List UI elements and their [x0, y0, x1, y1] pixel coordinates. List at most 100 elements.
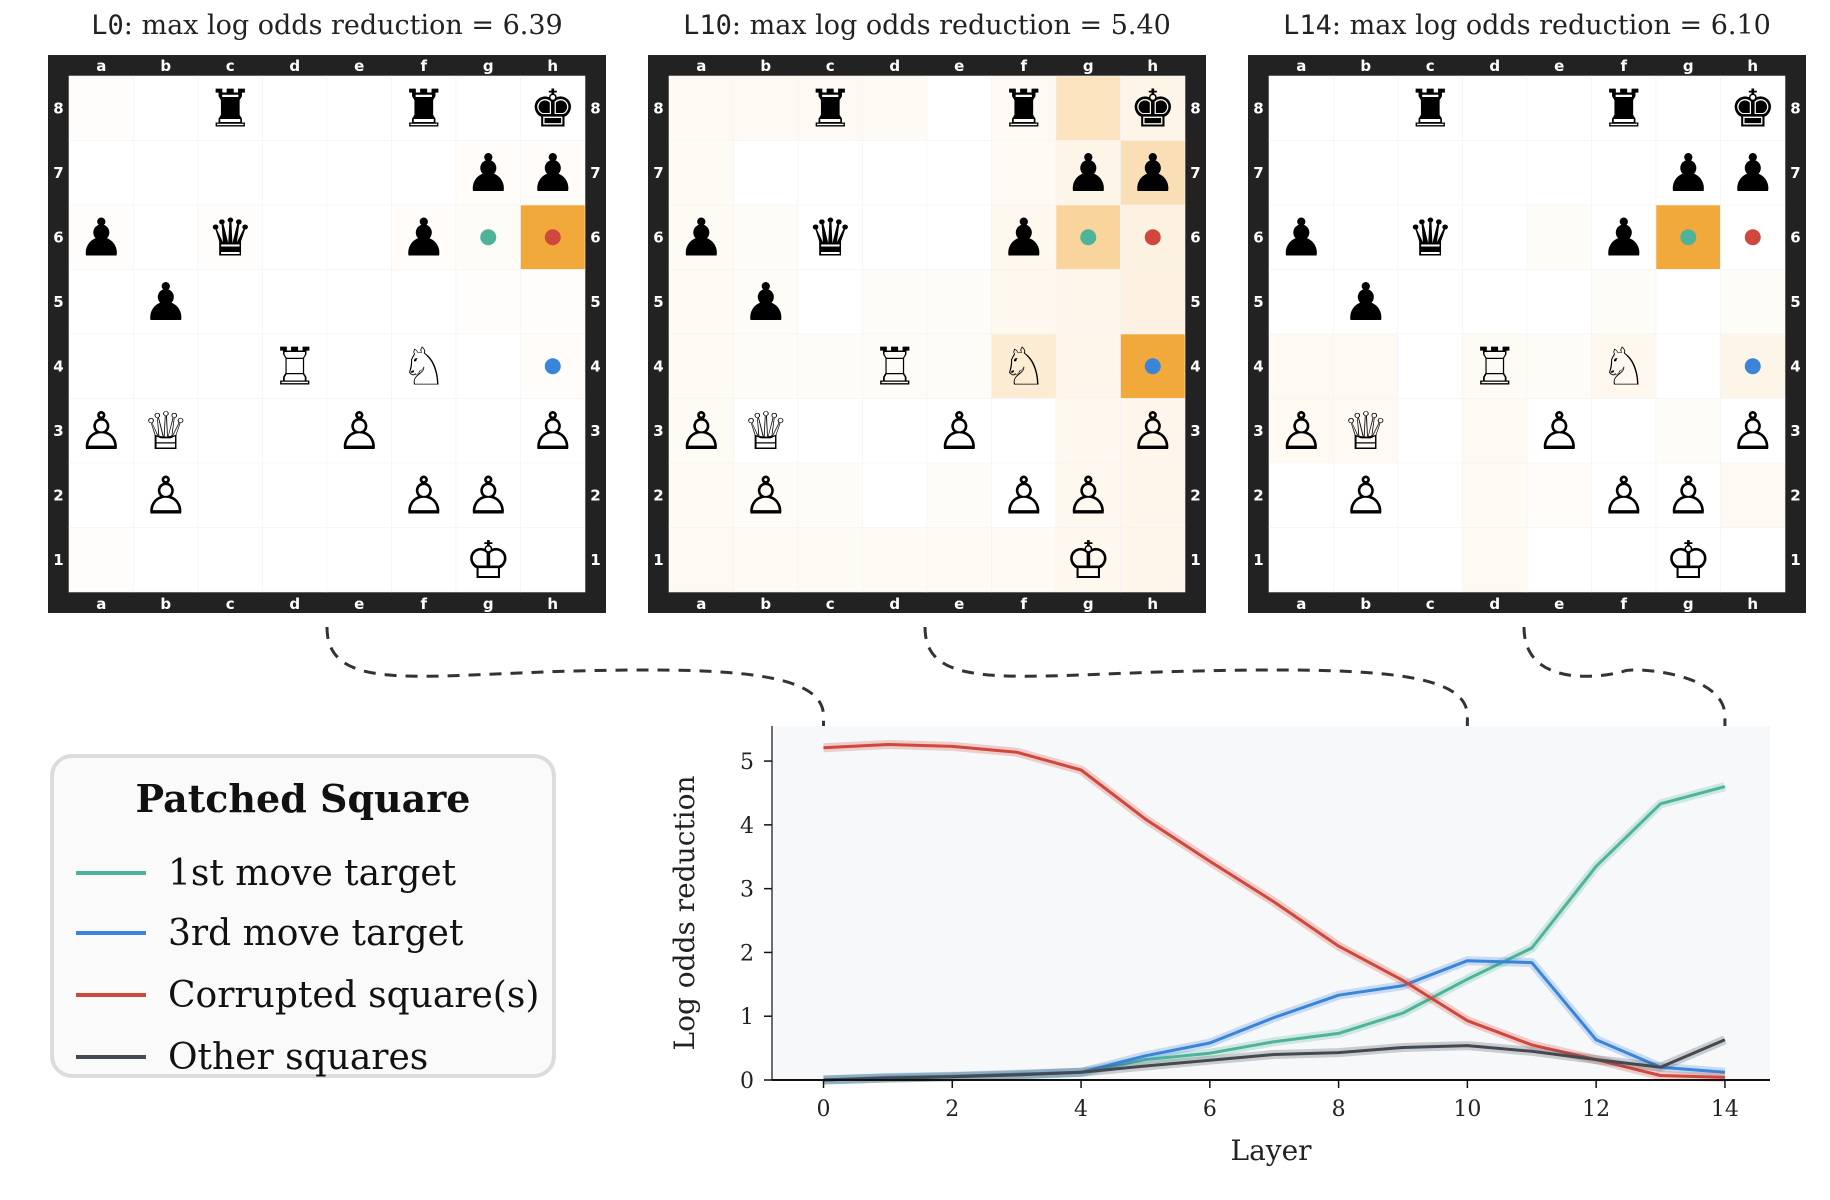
board-title-layer: L0 [91, 10, 124, 41]
rank-label-right: 6 [1790, 228, 1800, 246]
piece-c8: ♜ [207, 79, 254, 139]
square-h5 [520, 269, 586, 335]
marker-dot-g6 [1080, 229, 1097, 246]
rank-label-right: 8 [1190, 99, 1200, 117]
connector-layer-14 [1522, 626, 1727, 1080]
x-tick-label: 0 [817, 1097, 831, 1122]
file-label-top: h [1747, 57, 1758, 75]
piece-a3: ♙ [78, 402, 125, 462]
square-h5 [1720, 269, 1786, 335]
piece-c6: ♛ [807, 208, 854, 268]
file-label-top: g [1683, 57, 1694, 75]
square-b2 [733, 462, 799, 528]
square-h1 [1720, 527, 1786, 593]
legend-label-3rd-move: 3rd move target [168, 912, 464, 954]
rank-label-left: 7 [53, 164, 63, 182]
square-e3 [926, 398, 992, 464]
square-d3 [862, 398, 928, 464]
chessboard-L0: L0: max log odds reduction = 6.39aabbccd… [48, 10, 606, 613]
file-label-bottom: d [1489, 595, 1500, 613]
file-label-top: e [954, 57, 964, 75]
piece-h7: ♟ [1129, 144, 1176, 204]
square-a5 [1268, 269, 1334, 335]
connector-layer-10 [923, 626, 1469, 1080]
square-b1 [1333, 527, 1399, 593]
square-b5 [133, 269, 199, 335]
x-tick-label: 6 [1203, 1097, 1217, 1122]
series-line-other-squares [823, 1038, 1726, 1082]
square-g8 [1655, 75, 1721, 141]
square-a6 [1268, 204, 1334, 270]
square-d1 [862, 527, 928, 593]
square-b7 [1333, 140, 1399, 206]
file-label-bottom: e [354, 595, 364, 613]
square-h1 [1120, 527, 1186, 593]
square-e5 [926, 269, 992, 335]
square-d2 [1462, 462, 1528, 528]
rank-label-right: 3 [1190, 422, 1200, 440]
square-e1 [326, 527, 392, 593]
square-g5 [1055, 269, 1121, 335]
rank-label-left: 1 [53, 551, 63, 569]
square-h7 [1720, 140, 1786, 206]
boards-panel: L0: max log odds reduction = 6.39aabbccd… [48, 10, 1806, 613]
x-tick-label: 12 [1582, 1097, 1610, 1122]
piece-e3: ♙ [336, 402, 383, 462]
file-label-bottom: c [826, 595, 835, 613]
rank-label-left: 2 [1253, 486, 1263, 504]
file-label-top: b [160, 57, 171, 75]
square-g5 [455, 269, 521, 335]
square-c4 [197, 333, 263, 399]
file-label-top: g [483, 57, 494, 75]
square-d7 [262, 140, 328, 206]
square-c8 [797, 75, 863, 141]
square-d8 [262, 75, 328, 141]
board-title-layer: L14 [1283, 10, 1332, 41]
file-label-bottom: c [226, 595, 235, 613]
piece-g2: ♙ [1665, 466, 1712, 526]
square-g1 [1055, 527, 1121, 593]
square-b5 [733, 269, 799, 335]
piece-g1: ♔ [465, 531, 512, 591]
rank-label-right: 4 [590, 357, 600, 375]
rank-label-left: 8 [1253, 99, 1263, 117]
legend-label-corrupted: Corrupted square(s) [168, 974, 540, 1016]
square-c3 [1397, 398, 1463, 464]
square-d5 [262, 269, 328, 335]
file-label-top: d [1489, 57, 1500, 75]
square-d1 [262, 527, 328, 593]
square-c7 [1397, 140, 1463, 206]
rank-label-right: 2 [1790, 486, 1800, 504]
rank-label-left: 8 [653, 99, 663, 117]
file-label-bottom: h [547, 595, 558, 613]
piece-h3: ♙ [1129, 402, 1176, 462]
rank-label-right: 2 [1190, 486, 1200, 504]
square-g4 [1655, 333, 1721, 399]
square-h8 [520, 75, 586, 141]
board-title-text: : max log odds reduction = 5.40 [732, 10, 1171, 41]
board-title: L0: max log odds reduction = 6.39 [91, 10, 562, 41]
square-a6 [668, 204, 734, 270]
file-label-top: c [826, 57, 835, 75]
piece-b3: ♕ [142, 402, 189, 462]
square-b7 [133, 140, 199, 206]
piece-f4: ♘ [1000, 337, 1047, 397]
chessboard-L14: L14: max log odds reduction = 6.10aabbcc… [1248, 10, 1806, 613]
connector-layer-0 [325, 626, 826, 1080]
square-g3 [1655, 398, 1721, 464]
legend-item-corrupted: Corrupted square(s) [76, 970, 539, 1020]
file-label-top: d [889, 57, 900, 75]
piece-f8: ♜ [1000, 79, 1047, 139]
square-f6 [391, 204, 457, 270]
file-label-bottom: a [696, 595, 706, 613]
file-label-bottom: g [483, 595, 494, 613]
square-g4 [1055, 333, 1121, 399]
rank-label-left: 3 [53, 422, 63, 440]
piece-h3: ♙ [1729, 402, 1776, 462]
piece-g2: ♙ [465, 466, 512, 526]
square-h7 [1120, 140, 1186, 206]
square-h7 [520, 140, 586, 206]
legend-swatch-1st-move [76, 871, 146, 875]
square-h2 [1120, 462, 1186, 528]
